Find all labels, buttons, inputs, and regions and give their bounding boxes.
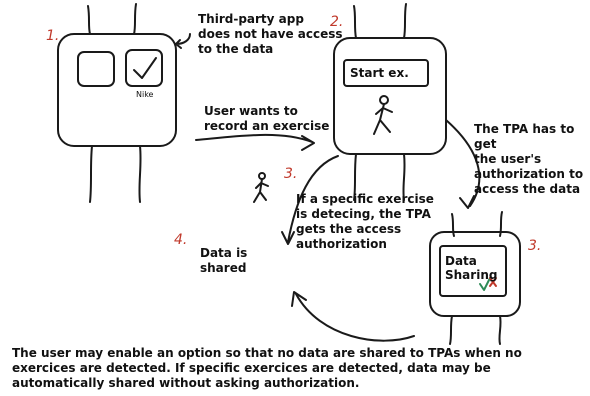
- step-3-number-right: 3.: [528, 238, 542, 254]
- start-ex-label: Start ex.: [350, 66, 409, 80]
- watch-3-strap-bottom: [449, 315, 502, 345]
- arrow-note-1: [175, 33, 191, 49]
- cross-icon: [489, 277, 497, 287]
- watch-2-strap-bottom: [353, 153, 406, 201]
- note-step-1: Third-party app does not have access to …: [198, 12, 343, 56]
- start-ex-button-frame: [343, 59, 429, 87]
- watch-1: [57, 3, 177, 203]
- data-sharing-frame: [439, 245, 507, 297]
- note-step-4: Data is shared: [200, 246, 248, 275]
- note-step-3-right: The TPA has to get the user's authorizat…: [474, 122, 584, 196]
- watch-1-app-empty: [77, 51, 115, 87]
- step-3-number-left: 3.: [284, 166, 298, 182]
- step-4-number: 4.: [174, 232, 188, 248]
- watch-1-app-nike: [125, 49, 163, 87]
- check-icon: [479, 277, 491, 291]
- watch-2-body: [333, 37, 447, 155]
- watch-3: [429, 211, 521, 345]
- arrow-3-to-4: [291, 291, 415, 342]
- watch-2-strap-top: [353, 3, 407, 39]
- runner-body: [373, 103, 393, 135]
- note-step-3-left: If a specific exercise is detecing, the …: [296, 192, 434, 251]
- watch-3-body: [429, 231, 521, 317]
- arrow-1-to-2: [195, 133, 315, 151]
- arrow-2-to-3-left: [281, 155, 339, 245]
- watch-3-strap-top: [451, 211, 503, 237]
- data-sharing-label: Data Sharing: [445, 254, 498, 282]
- note-step-2: User wants to record an exercise: [204, 104, 330, 133]
- watch-1-body: [57, 33, 177, 147]
- arrow-2-to-3-right: [445, 119, 481, 209]
- step-2-number: 2.: [330, 14, 344, 30]
- runner-head: [379, 95, 389, 105]
- nike-check-icon: [133, 57, 157, 79]
- nike-app-label: Nike: [136, 90, 154, 99]
- step-1-number: 1.: [46, 28, 60, 44]
- caption: The user may enable an option so that no…: [12, 346, 522, 390]
- small-runner-icon: [253, 172, 269, 203]
- watch-2: [333, 3, 447, 201]
- watch-1-strap-top: [87, 3, 137, 35]
- watch-1-strap-bottom: [89, 145, 142, 203]
